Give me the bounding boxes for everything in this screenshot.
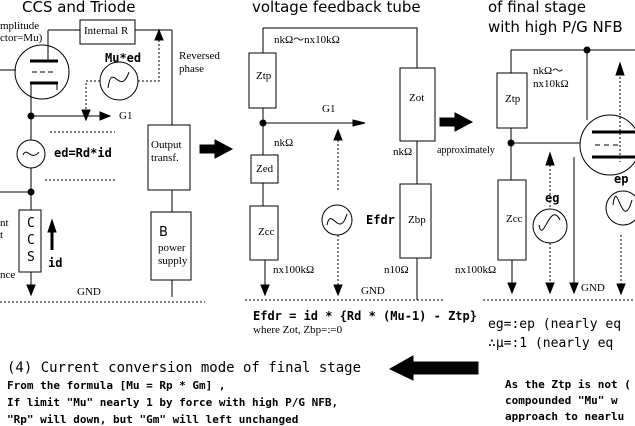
power-label: power (158, 242, 186, 254)
ed-formula: ed=Rd*id (54, 146, 112, 160)
section4-line-1: From the formula [Mu = Rp * Gm] , (7, 379, 226, 392)
section4-line-2: If limit "Mu" nearly 1 by force with hig… (7, 396, 339, 409)
arrow-right-icon-2 (439, 112, 474, 132)
b-power-supply-box (150, 211, 192, 281)
section4-heading: (4) Current conversion mode of final sta… (7, 360, 362, 376)
range-label-2a: nkΩ〜 (533, 65, 564, 77)
id-arrow-icon (47, 218, 57, 233)
range-label-2b: nx10kΩ (533, 78, 569, 90)
ed-source (16, 139, 46, 169)
internal-r-label: Internal R (84, 25, 129, 37)
zot-box (399, 67, 436, 142)
left-t: t (0, 229, 4, 241)
amplitude-label: mplitude (0, 20, 40, 32)
ztp-box-2 (496, 72, 528, 129)
note-line-3: approach to nearlu (505, 410, 625, 423)
output-label: Output (151, 139, 182, 151)
left-nce: nce (0, 269, 16, 281)
voltage-feedback-title: voltage feedback tube (252, 0, 421, 16)
n10-label: n10Ω (384, 264, 409, 276)
ccs-c2: C (27, 233, 35, 248)
g1-label: G1 (119, 110, 133, 122)
gnd-label-2: GND (361, 285, 385, 297)
zed-box (250, 154, 279, 184)
supply-label: supply (158, 255, 188, 267)
ztp-label-2: Ztp (505, 93, 521, 105)
nk-label-2: nkΩ (393, 146, 413, 158)
note-line-1: As the Ztp is not ( (505, 378, 631, 391)
b-label: B (159, 225, 168, 240)
triode-tube-right (573, 114, 635, 288)
ccs-box (18, 209, 42, 273)
zbp-box (399, 183, 432, 259)
range-label: nkΩ〜nx10kΩ (274, 34, 340, 46)
gnd-label-3: GND (581, 282, 605, 294)
zot-label: Zot (409, 92, 425, 104)
ccs-triode-title: CCS and Triode (22, 0, 136, 16)
zed-label: Zed (256, 163, 274, 175)
ccs-s: S (27, 250, 35, 265)
zcc-label-2: Zcc (506, 213, 523, 225)
where-note: where Zot, Zbp=:=0 (253, 324, 343, 336)
phase-label: phase (179, 63, 205, 75)
transf-label: transf. (151, 152, 179, 164)
eg-source (532, 208, 568, 244)
eq-line-1: eg=:ep (nearly eq (488, 317, 622, 332)
triode-tube-left (0, 29, 80, 116)
factor-label: ctor=Mu) (0, 32, 43, 44)
ccs-c1: C (27, 216, 35, 231)
final-stage-title-1: of final stage (488, 0, 586, 16)
efdr-source (321, 204, 353, 236)
zbp-label: Zbp (408, 214, 426, 226)
g1-label-2: G1 (322, 103, 336, 115)
arrow-down-icon (81, 109, 91, 122)
nx100k-label: nx100kΩ (273, 264, 315, 276)
mu-ed-label: Mu*ed (105, 51, 142, 65)
zcc-box (249, 205, 279, 261)
id-label: id (48, 256, 63, 270)
left-nt: nt (0, 217, 9, 229)
note-line-2: compounded "Mu" w (505, 394, 618, 407)
ztp-label: Ztp (256, 70, 272, 82)
efdr-label: Efdr (366, 213, 395, 227)
arrow-up-icon (154, 28, 164, 41)
internal-r-box (79, 19, 136, 45)
arrow-left-icon (388, 355, 479, 381)
zcc-label: Zcc (258, 226, 275, 238)
ep-source (605, 190, 635, 226)
gnd-label-1: GND (77, 286, 101, 298)
section4-line-3: "Rp" will down, but "Gm" will left uncha… (7, 413, 299, 426)
efdr-formula: Efdr = id * {Rd * (Mu-1) - Ztp} (253, 309, 477, 323)
final-stage-title-2: with high P/G NFB (488, 18, 623, 36)
eq-line-2: ∴μ=:1 (nearly eq (488, 336, 614, 351)
arrow-right-icon (199, 139, 234, 159)
eg-label: eg (545, 191, 560, 205)
nk-label-1: nkΩ (274, 137, 294, 149)
reversed-label: Reversed (179, 50, 220, 62)
output-transformer-box (147, 124, 191, 191)
nx100k-label-2: nx100kΩ (455, 264, 497, 276)
approximately-label: approximately (437, 145, 495, 156)
ep-label: ep (614, 172, 629, 186)
